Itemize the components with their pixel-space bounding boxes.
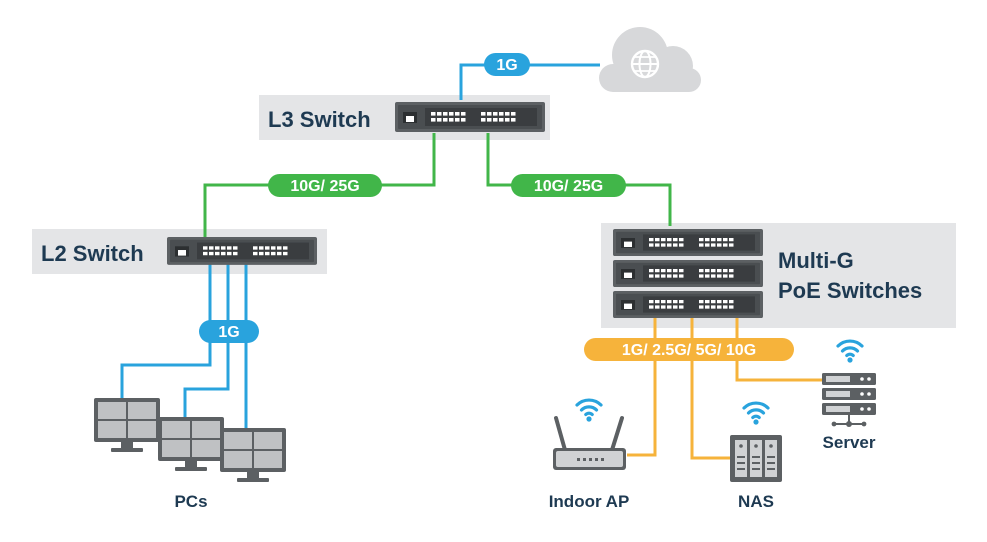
multi-g-switch-1-icon <box>613 229 763 256</box>
access-point-icon <box>553 416 626 470</box>
multig-to-devices-speed-label: 1G/ 2.5G/ 5G/ 10G <box>622 342 756 359</box>
wifi-icon <box>836 339 864 365</box>
wifi-icon <box>742 401 770 427</box>
multi-g-label-line1: Multi-G <box>778 248 854 273</box>
server-icon <box>822 373 876 427</box>
l2-switch-label: L2 Switch <box>41 241 144 266</box>
uplink-speed-label: 1G <box>496 57 517 74</box>
wifi-icon <box>575 398 603 424</box>
l3-to-l2-speed-label: 10G/ 25G <box>290 178 359 195</box>
l3-switch-icon <box>395 102 545 132</box>
cloud-globe-icon <box>599 27 701 92</box>
pc1-line <box>120 260 212 400</box>
l3-to-multig-speed-label: 10G/ 25G <box>534 178 603 195</box>
l2-to-pcs-speed-badge: 1G <box>199 320 259 343</box>
nas-label: NAS <box>738 492 774 511</box>
indoor-ap-label: Indoor AP <box>549 492 630 511</box>
uplink-speed-badge: 1G <box>484 53 530 76</box>
ap-line <box>627 318 657 457</box>
multi-g-switch-3-icon <box>613 291 763 318</box>
l3-switch-label: L3 Switch <box>268 107 371 132</box>
uplink-line <box>459 63 600 100</box>
multi-g-switch-2-icon <box>613 260 763 287</box>
l2-switch-icon <box>167 237 317 265</box>
l2-to-pcs-speed-label: 1G <box>218 324 239 341</box>
pcs-label: PCs <box>174 492 207 511</box>
l3-to-multig-speed-badge: 10G/ 25G <box>511 174 626 197</box>
server-label: Server <box>823 433 876 452</box>
multig-to-devices-speed-badge: 1G/ 2.5G/ 5G/ 10G <box>584 338 794 361</box>
nas-icon <box>730 435 782 482</box>
nas-line <box>690 318 730 460</box>
l3-to-l2-speed-badge: 10G/ 25G <box>268 174 382 197</box>
monitor-icon <box>94 398 160 452</box>
monitor-icon <box>158 417 224 471</box>
multi-g-label-line2: PoE Switches <box>778 278 922 303</box>
monitor-icon <box>220 428 286 482</box>
